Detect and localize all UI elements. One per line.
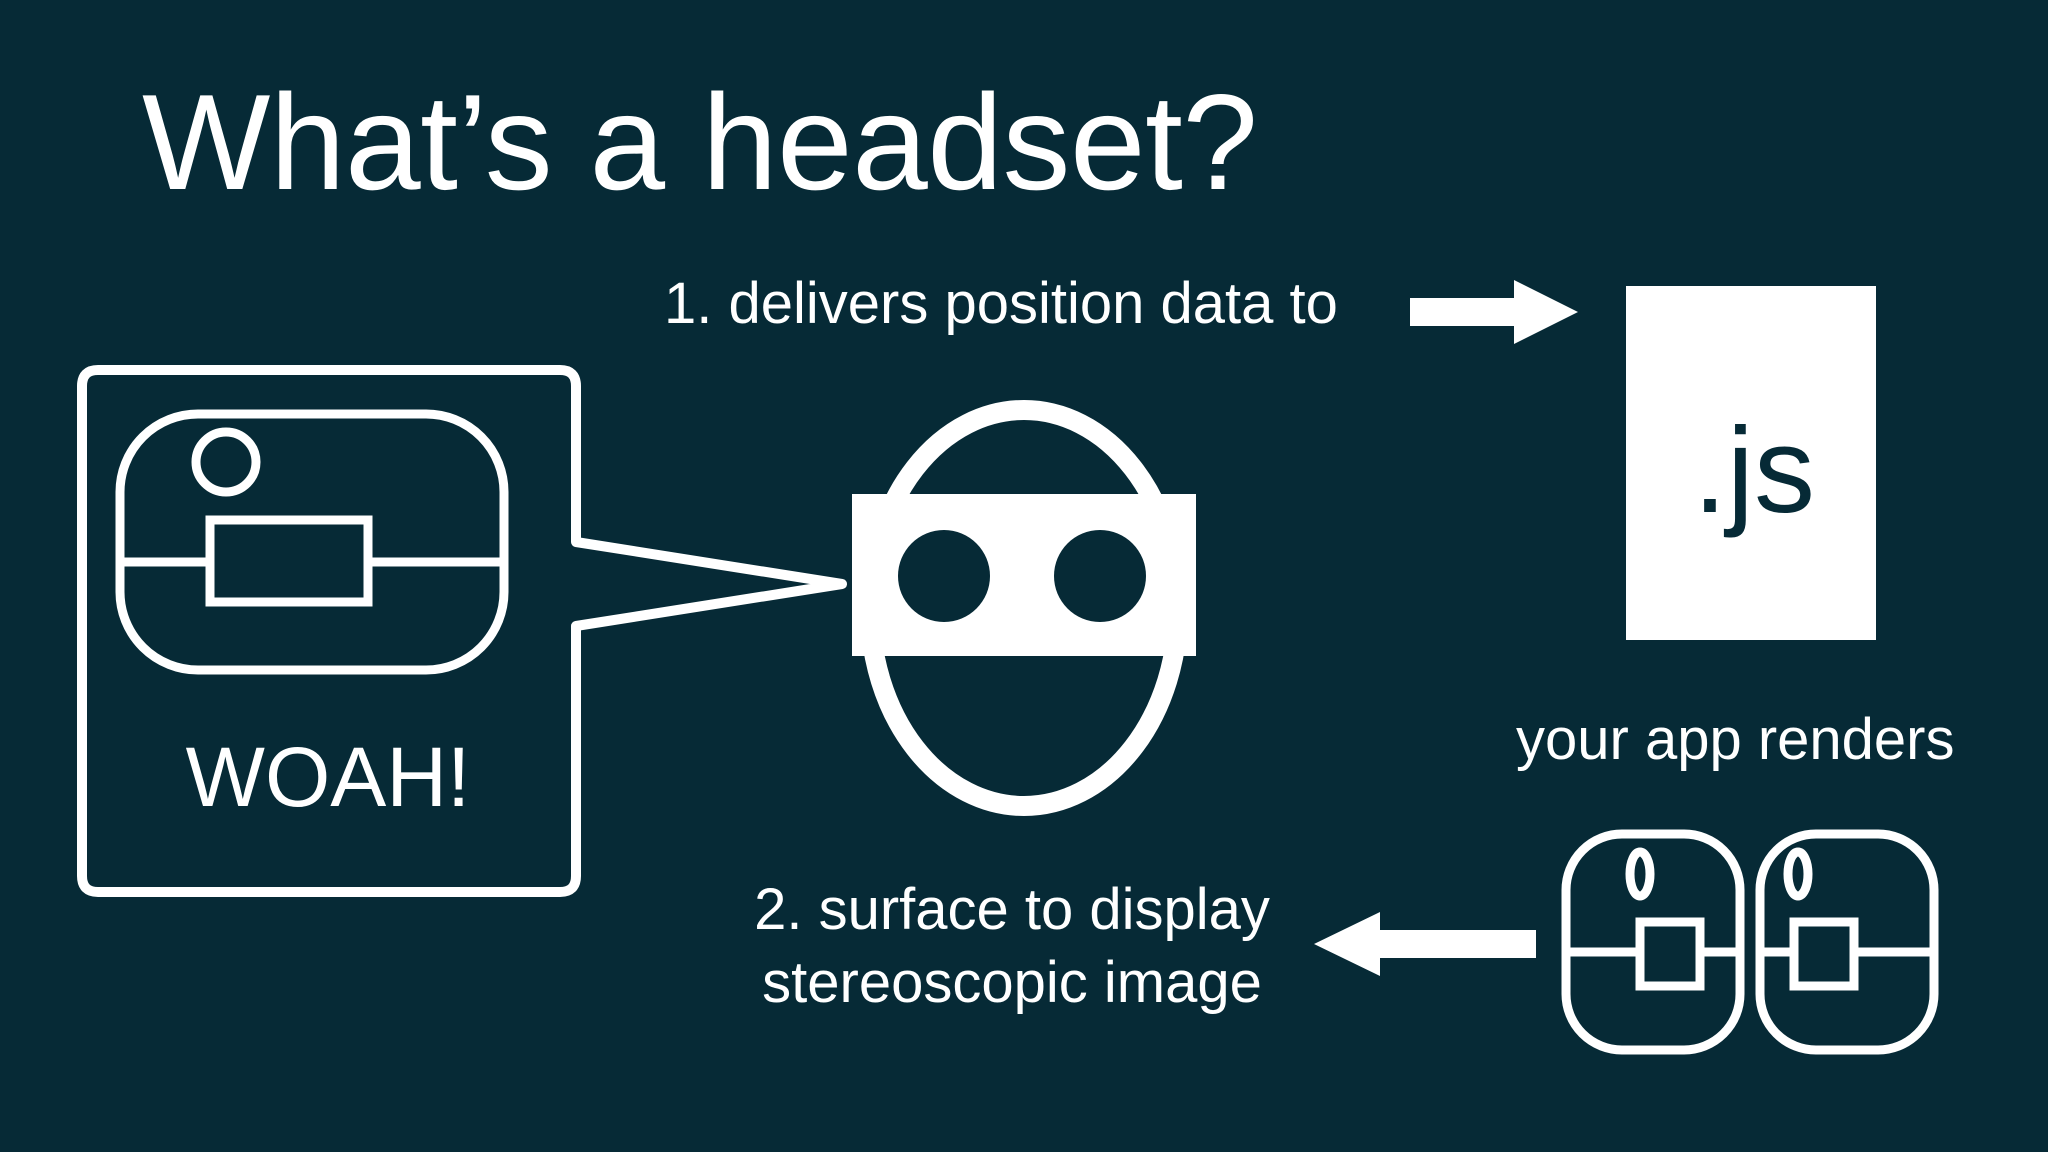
step2-label: 2. surface to display stereoscopic image	[722, 874, 1302, 1019]
speech-bubble-icon	[77, 365, 847, 897]
app-renders-label: your app renders	[1516, 707, 1955, 772]
arrow-left-icon	[1314, 912, 1536, 976]
slide-title: What’s a headset?	[142, 66, 1258, 218]
headset-face-icon	[852, 400, 1196, 816]
step1-label: 1. delivers position data to	[664, 271, 1338, 336]
arrow-right-icon	[1410, 280, 1578, 344]
step2-label-line2: stereoscopic image	[762, 949, 1262, 1015]
step2-label-line1: 2. surface to display	[754, 877, 1270, 942]
scene-preview-icon	[115, 409, 509, 675]
stereo-view-right-icon	[1755, 829, 1939, 1055]
js-file-icon: .js	[1626, 286, 1876, 640]
js-file-label: .js	[1693, 402, 1815, 538]
stereo-view-left-icon	[1561, 829, 1745, 1055]
woah-text: WOAH!	[186, 730, 471, 824]
